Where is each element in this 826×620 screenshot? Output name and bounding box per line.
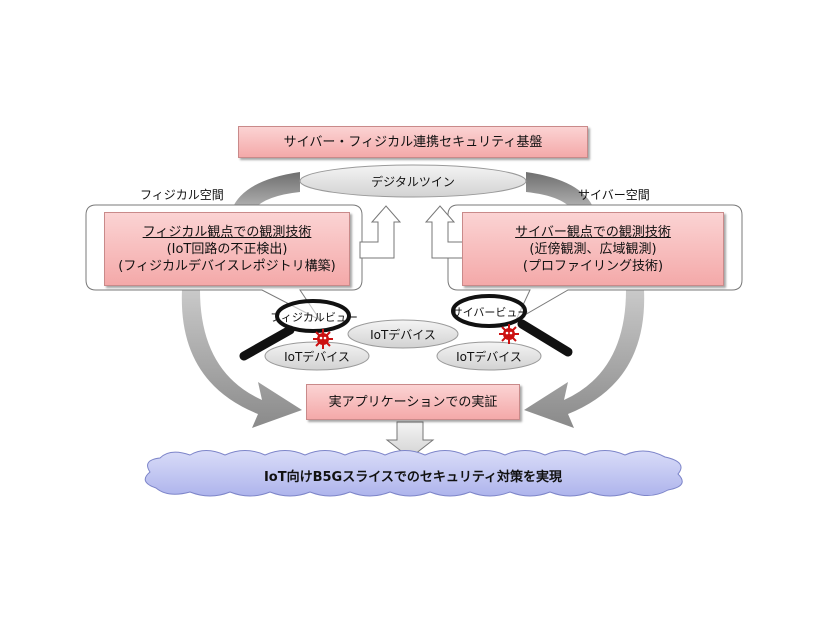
iot-device-oval-right: [436, 341, 542, 371]
cyber-observation-line2: (プロファイリング技術): [522, 258, 664, 274]
application-label: 実アプリケーションでの実証: [328, 394, 498, 410]
cyber-observation-line1: (近傍観測、広域観測): [529, 241, 657, 257]
virus-icon: [313, 329, 333, 349]
cyber-to-twin-arc: [526, 172, 594, 212]
left-down-arc: [181, 290, 302, 428]
right-down-arc: [524, 290, 645, 428]
cyber-observation-box: サイバー観点での観測技術 (近傍観測、広域観測) (プロファイリング技術): [462, 212, 724, 286]
physical-observation-title: フィジカル観点での観測技術: [142, 224, 312, 240]
up-arrow-left: [359, 205, 402, 259]
cyber-space-label: サイバー空間: [578, 188, 650, 202]
physical-space-label: フィジカル空間: [140, 188, 224, 202]
physical-observation-line2: (フィジカルデバイスレポジトリ構築): [118, 258, 336, 274]
cyber-observation-title: サイバー観点での観測技術: [515, 224, 671, 240]
application-box: 実アプリケーションでの実証: [306, 384, 520, 420]
iot-device-label-left: IoTデバイス: [284, 350, 350, 364]
iot-device-label-center: IoTデバイス: [370, 328, 436, 342]
digital-twin-oval: [299, 164, 527, 198]
physical-view-label: フィジカルビュー: [270, 311, 358, 324]
iot-device-label-right: IoTデバイス: [456, 350, 522, 364]
down-arrow: [385, 421, 435, 459]
goal-label: IoT向けB5Gスライスでのセキュリティ対策を実現: [263, 470, 563, 485]
platform-title: サイバー・フィジカル連携セキュリティ基盤: [283, 134, 543, 150]
digital-twin-label: デジタルツイン: [371, 175, 455, 189]
up-arrow-right: [424, 205, 467, 259]
platform-title-box: サイバー・フィジカル連携セキュリティ基盤: [238, 126, 588, 158]
iot-device-oval-left: [264, 341, 370, 371]
physical-magnifier-lens: [275, 299, 351, 333]
virus-icon: [499, 324, 519, 344]
goal-cloud: [144, 450, 683, 497]
physical-observation-box: フィジカル観点での観測技術 (IoT回路の不正検出) (フィジカルデバイスレポジ…: [104, 212, 350, 286]
physical-observation-line1: (IoT回路の不正検出): [166, 241, 288, 257]
physical-to-twin-arc: [232, 172, 300, 212]
cyber-magnifier-handle: [517, 319, 573, 357]
physical-magnifier-handle: [239, 325, 295, 361]
iot-device-oval-center: [347, 319, 459, 349]
cyber-view-label: サイバービュー: [451, 306, 529, 319]
cyber-magnifier-lens: [451, 294, 527, 328]
